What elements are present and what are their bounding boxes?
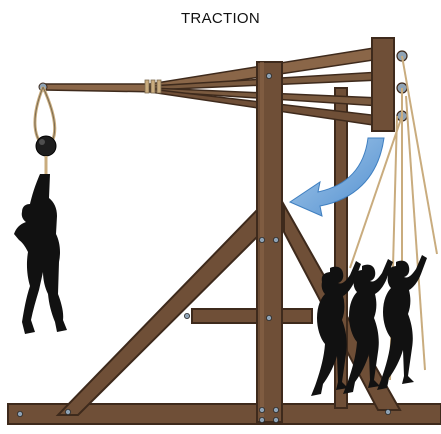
bolts: [16, 73, 391, 423]
curved-arrow-icon: [288, 137, 385, 217]
stone-projectile-icon: [35, 135, 57, 157]
throwing-arm: [38, 46, 381, 127]
diagram-title: TRACTION: [180, 10, 261, 27]
rear-block: [371, 37, 395, 132]
crossbar: [191, 308, 313, 324]
ground-beam: [7, 403, 441, 425]
hanging-man-figure: [14, 174, 67, 334]
